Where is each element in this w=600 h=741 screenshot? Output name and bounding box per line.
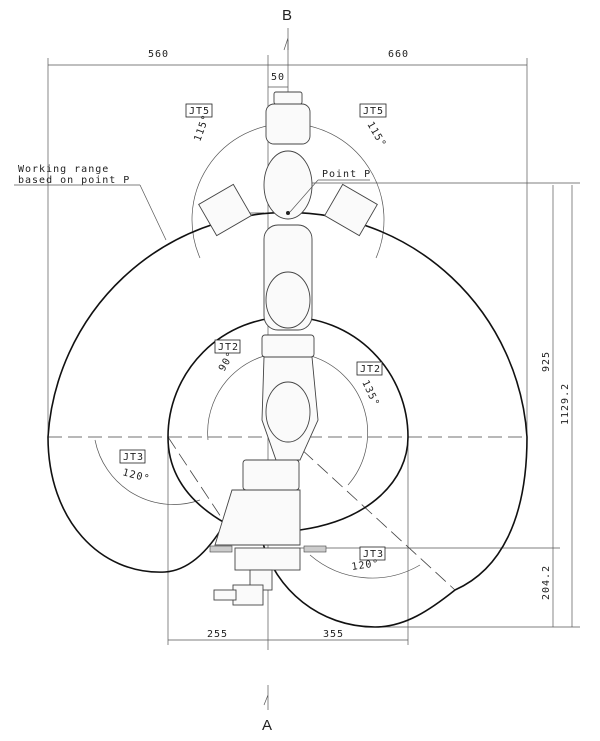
working-range-label-line1: Working range — [18, 164, 109, 175]
view-label-b: B — [282, 7, 292, 24]
svg-text:JT3: JT3 — [123, 452, 144, 463]
jt3-left-label: JT3 120° — [119, 449, 151, 485]
working-range-envelope — [47, 211, 528, 628]
view-label-a: A — [262, 717, 272, 734]
svg-text:JT5: JT5 — [363, 106, 384, 117]
jt5-left-label: JT5 115° — [185, 103, 212, 143]
dim-560: 560 — [148, 49, 169, 60]
robot-arm — [198, 91, 378, 606]
jt3-left-arc — [94, 439, 201, 505]
svg-text:JT2: JT2 — [360, 364, 381, 375]
dim-355: 355 — [323, 629, 344, 640]
view-arrow-b-icon — [283, 28, 289, 51]
jt3-right-label: JT3 120° — [351, 546, 386, 573]
jt3-limit-line-left — [167, 436, 226, 524]
svg-text:JT3: JT3 — [363, 549, 384, 560]
dim-660: 660 — [388, 49, 409, 60]
view-arrow-a-icon — [263, 685, 269, 710]
point-p-label: Point P — [322, 169, 371, 180]
svg-text:JT5: JT5 — [189, 106, 210, 117]
dim-1129-2: 1129.2 — [560, 383, 571, 425]
jt3-limit-line — [287, 436, 456, 591]
jt2-right-label: JT2 135° — [356, 361, 383, 409]
dim-50: 50 — [271, 72, 285, 83]
dimension-lines — [47, 40, 580, 650]
dim-204-2: 204.2 — [541, 565, 552, 600]
dim-925: 925 — [541, 351, 552, 372]
dim-255: 255 — [207, 629, 228, 640]
svg-text:120°: 120° — [121, 467, 151, 485]
svg-text:JT2: JT2 — [218, 342, 239, 353]
jt3-right-arc — [309, 554, 421, 579]
jt2-left-label: JT2 90° — [214, 339, 241, 374]
svg-text:120°: 120° — [351, 558, 380, 573]
jt5-right-label: JT5 115° — [359, 103, 388, 150]
svg-text:115°: 115° — [364, 120, 388, 150]
working-range-label-line2: based on point P — [18, 175, 130, 186]
